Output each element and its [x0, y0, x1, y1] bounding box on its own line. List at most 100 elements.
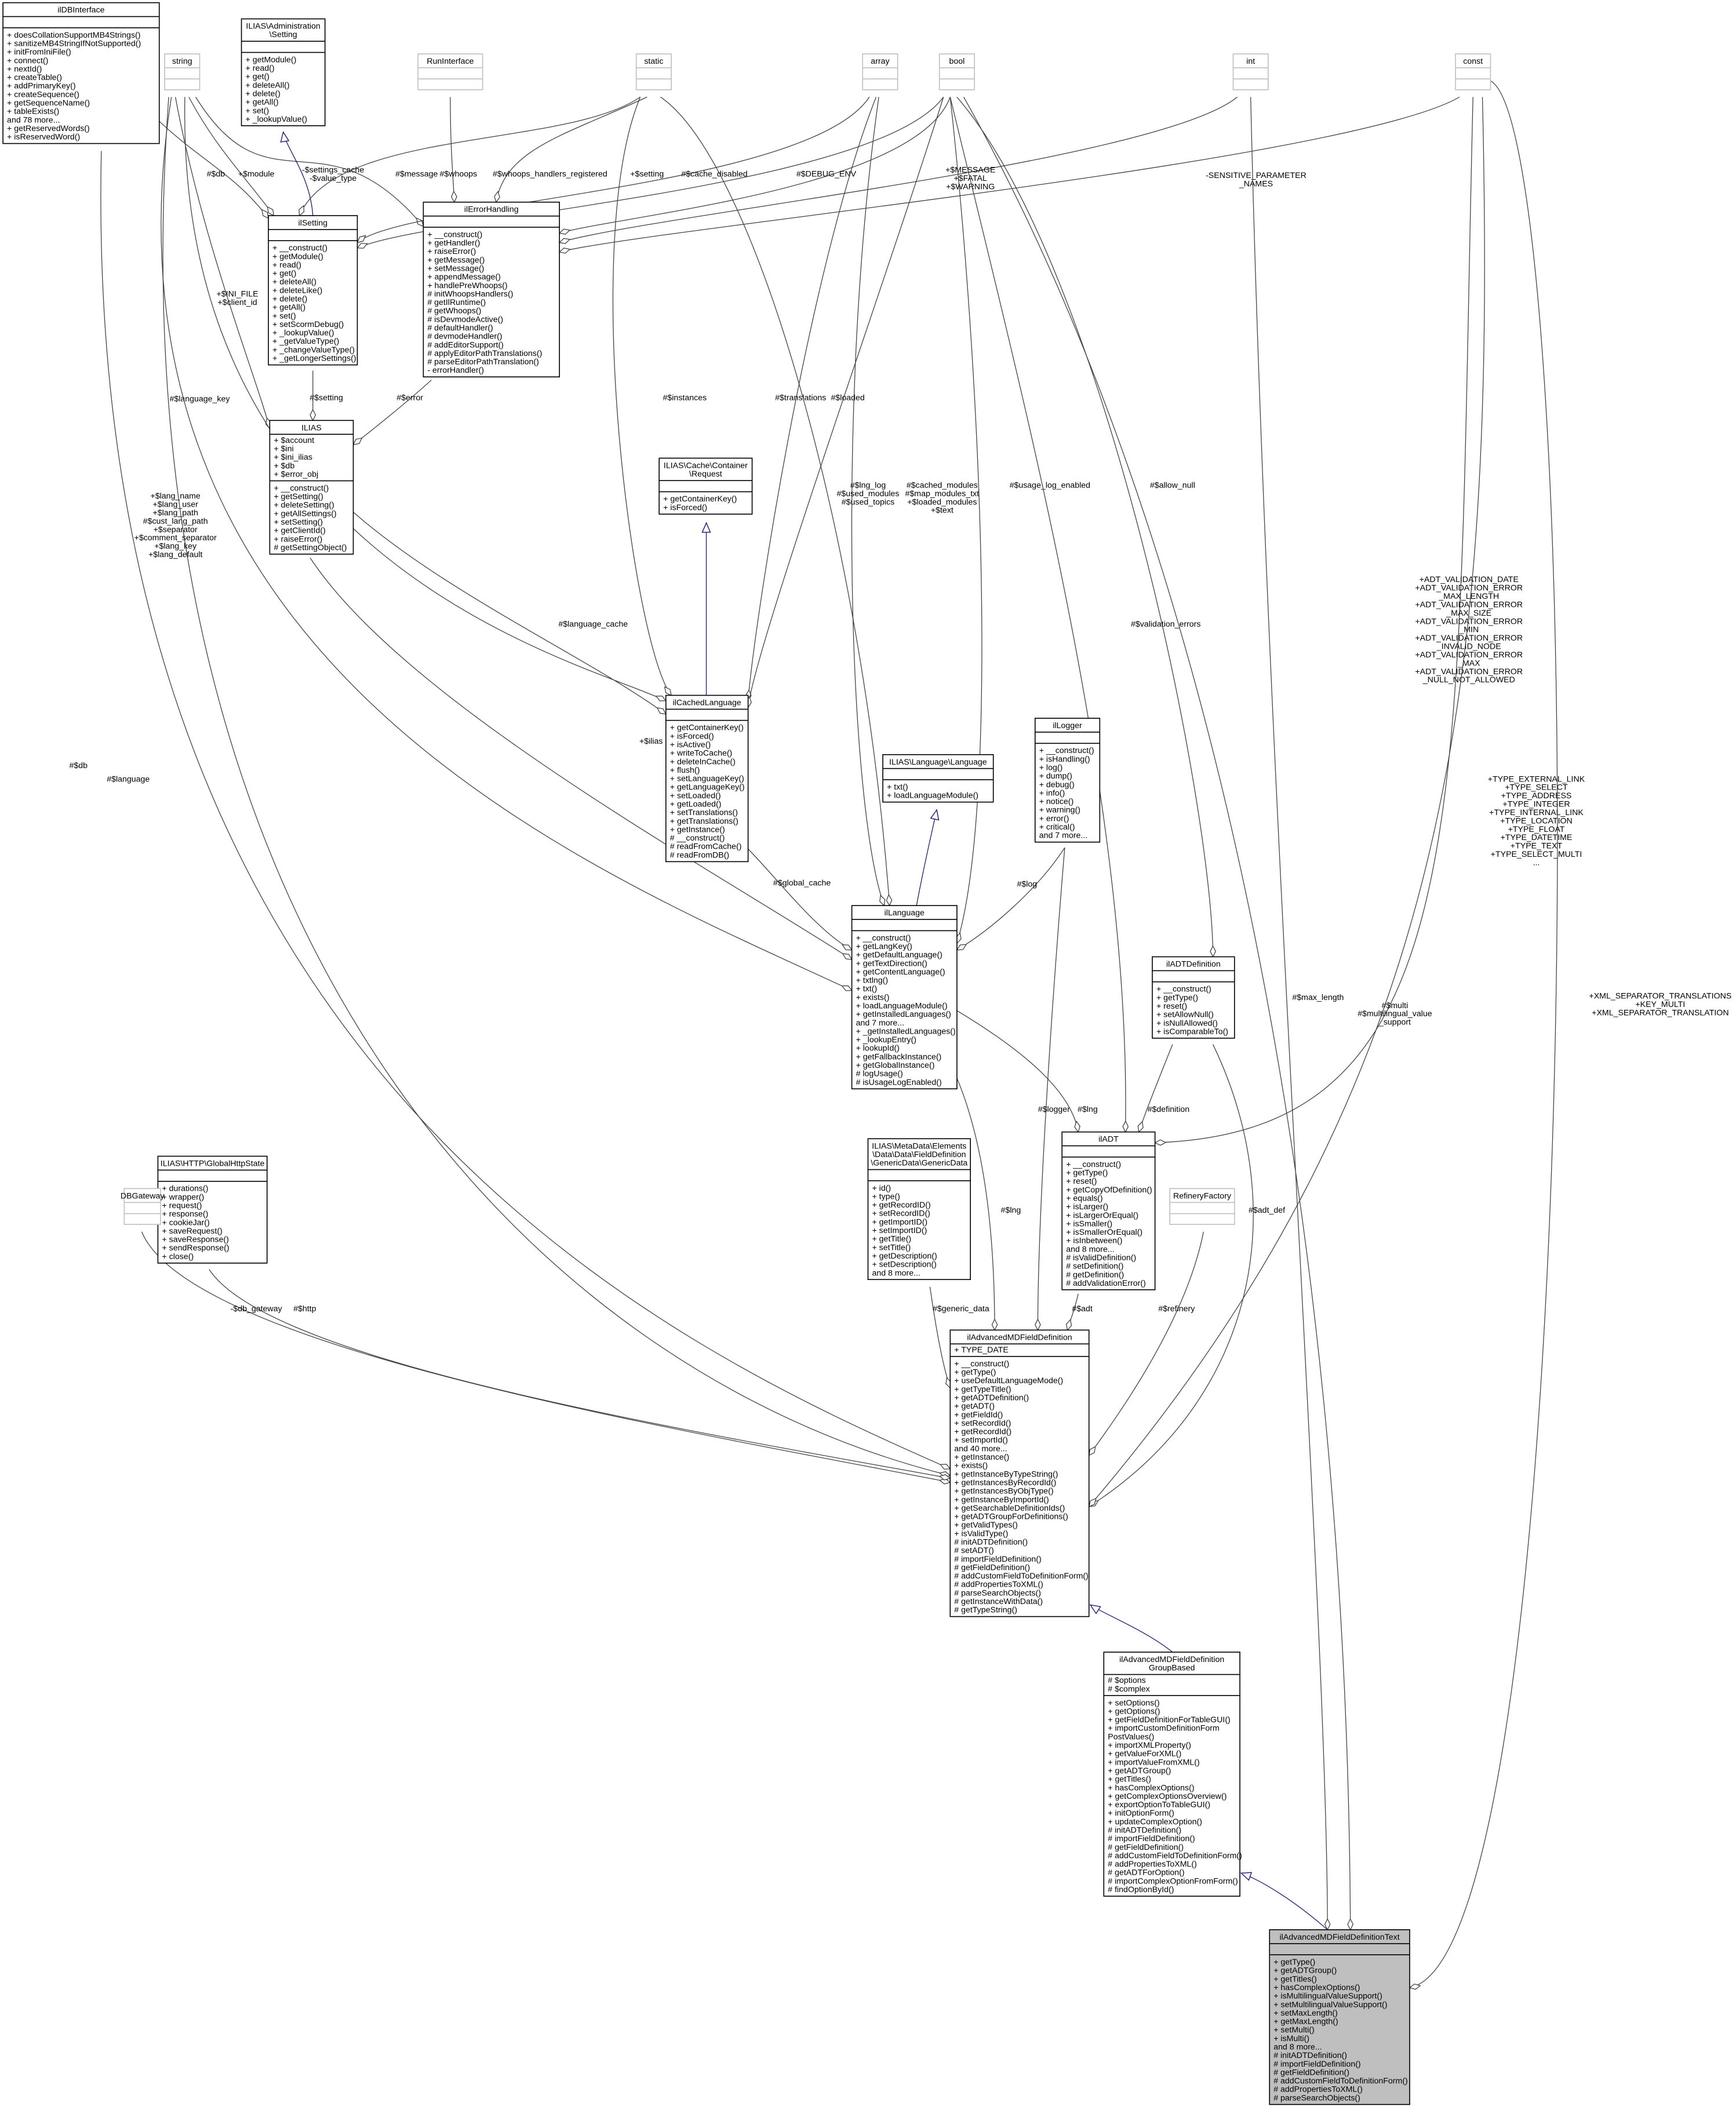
- class-box-languageiface[interactable]: ILIAS\Language\Language+ txt()+ loadLang…: [882, 754, 994, 803]
- class-method: + getFieldId(): [954, 1410, 1003, 1420]
- edge-ilsetting-to-ilias: #$setting: [310, 370, 343, 421]
- class-box-globalhttpstate[interactable]: ILIAS\HTTP\GlobalHttpState+ durations()+…: [157, 1155, 268, 1264]
- edge-label: +TYPE_TEXT: [1511, 842, 1563, 851]
- edge-const-to-iladt: +ADT_VALIDATION_DATE+ADT_VALIDATION_ERRO…: [1154, 97, 1523, 1146]
- class-name: ilErrorHandling: [464, 205, 519, 214]
- aggregation-line: [559, 96, 1238, 243]
- aggregation-diamond-icon: [356, 243, 368, 249]
- class-box-const[interactable]: const: [1455, 53, 1491, 90]
- class-box-illanguage[interactable]: ilLanguage+ __construct()+ getLangKey()+…: [851, 905, 958, 1090]
- edge-static-to-illanguage: #$cached_modules#$map_modules_txt+$loade…: [660, 96, 980, 907]
- class-box-adminsetting[interactable]: ILIAS\Administration\Setting+ getModule(…: [241, 18, 326, 126]
- edge-array-to-ilsetting: +$setting: [356, 97, 870, 243]
- class-name: const: [1463, 57, 1483, 66]
- class-method: + setOptions(): [1108, 1699, 1159, 1708]
- class-method: + equals(): [1066, 1194, 1102, 1203]
- edge-string-to-ilerrorhandling: #$message: [195, 97, 438, 227]
- edge-ilias-to-illanguage: +$ilias: [310, 558, 853, 960]
- class-method: + setRecordId(): [954, 1419, 1011, 1428]
- inheritance-arrow-icon: [701, 522, 711, 533]
- class-method: + set(): [246, 106, 270, 115]
- class-method: + getADTGroupForDefinitions(): [954, 1512, 1068, 1522]
- class-box-static[interactable]: static: [635, 53, 672, 90]
- aggregation-line: [956, 1010, 1079, 1132]
- class-method: + loadLanguageModule(): [887, 791, 978, 801]
- class-box-frame: [1232, 53, 1269, 90]
- aggregation-line: [357, 97, 870, 243]
- class-method: + doesCollationSupportMB4Strings(): [7, 31, 140, 40]
- class-method: + setRecordID(): [872, 1209, 930, 1219]
- class-method: + isForced(): [663, 503, 707, 512]
- class-method: + close(): [162, 1252, 194, 1261]
- class-method: + getADT(): [954, 1402, 995, 1411]
- class-method: + setDescription(): [872, 1260, 936, 1270]
- class-box-illogger[interactable]: ilLogger+ __construct()+ isHandling()+ l…: [1034, 718, 1101, 843]
- class-method: + getType(): [1273, 1958, 1315, 1967]
- edge-label: +TYPE_ADDRESS: [1501, 791, 1572, 801]
- class-method: + getSequenceName(): [7, 99, 90, 108]
- class-box-string[interactable]: string: [164, 53, 201, 90]
- class-box-refineryfactory[interactable]: RefineryFactory: [1169, 1188, 1235, 1225]
- class-method: + __construct(): [1039, 746, 1094, 755]
- edge-label: #$lng: [1001, 1206, 1021, 1215]
- class-box-iladtdefinition[interactable]: ilADTDefinition+ __construct()+ getType(…: [1152, 956, 1235, 1039]
- class-method: and 8 more...: [872, 1268, 920, 1278]
- class-method: + getInstancesByObjType(): [954, 1487, 1053, 1496]
- aggregation-line: [559, 97, 951, 234]
- class-method: # parseSearchObjects(): [954, 1588, 1041, 1598]
- class-method: # devmodeHandler(): [427, 332, 502, 341]
- class-box-bool[interactable]: bool: [938, 53, 975, 90]
- edge-label: #$language_cache: [558, 620, 628, 629]
- class-box-dbgateway[interactable]: DBGateway: [121, 1188, 165, 1225]
- class-method: # readFromCache(): [670, 842, 742, 852]
- inheritance-line: [1090, 1605, 1173, 1653]
- class-box-array[interactable]: array: [862, 53, 898, 90]
- class-name: ilADTDefinition: [1166, 959, 1221, 969]
- class-box-runinterface[interactable]: RunInterface: [417, 53, 483, 90]
- class-attribute: # $options: [1108, 1676, 1145, 1685]
- class-method: + getContainerKey(): [670, 723, 744, 733]
- class-method: + __construct(): [1156, 985, 1211, 994]
- class-method: + cookieJar(): [162, 1218, 209, 1227]
- class-box-text[interactable]: ilAdvancedMDFieldDefinitionText+ getType…: [1269, 1929, 1410, 2105]
- class-method: and 7 more...: [1039, 831, 1088, 841]
- class-box-frame: [882, 754, 994, 803]
- aggregation-line: [747, 97, 944, 708]
- edge-label: +$WARNING: [946, 182, 995, 191]
- class-box-ilias[interactable]: ILIAS+ $account+ $ini+ $ini_ilias+ $db+ …: [269, 420, 354, 555]
- class-method: + getAll(): [272, 303, 305, 312]
- class-box-ilerrorhandling[interactable]: ilErrorHandling+ __construct()+ getHandl…: [423, 201, 560, 378]
- class-method: # initADTDefinition(): [1273, 2051, 1347, 2060]
- edge-bool-to-iladt: #$validation_errors: [949, 97, 1201, 1133]
- inheritance-arrow-icon: [1240, 1872, 1253, 1881]
- class-method: + getTitles(): [1273, 1974, 1317, 1984]
- edge-label: +ADT_VALIDATION_ERROR: [1415, 600, 1523, 609]
- edge-text-to-groupbased: [1240, 1872, 1328, 1930]
- class-method: + _lookupEntry(): [856, 1035, 916, 1045]
- class-method: + durations(): [162, 1184, 208, 1194]
- class-method: and 40 more...: [954, 1444, 1007, 1453]
- edge-label: #$multi: [1382, 1001, 1409, 1010]
- class-box-ilcachedlanguage[interactable]: ilCachedLanguage+ getContainerKey()+ isF…: [665, 694, 749, 863]
- class-method: # importComplexOptionFromForm(): [1108, 1876, 1238, 1886]
- aggregation-diamond-icon: [1035, 1318, 1041, 1331]
- class-box-iladvancedmdfielddefinition[interactable]: ilAdvancedMDFieldDefinition+ TYPE_DATE+ …: [949, 1329, 1090, 1617]
- class-box-genericdata[interactable]: ILIAS\MetaData\Elements\Data\Data\FieldD…: [867, 1138, 971, 1281]
- edge-label: ...: [1533, 858, 1540, 867]
- class-box-ilsetting[interactable]: ilSetting+ __construct()+ getModule()+ r…: [268, 215, 358, 366]
- class-box-ildbinterface[interactable]: ilDBInterface+ doesCollationSupportMB4St…: [2, 2, 160, 144]
- class-method: # readFromDB(): [670, 850, 729, 860]
- edge-label: #$map_modules_txt: [905, 489, 980, 499]
- edge-label: #$error: [396, 393, 423, 402]
- edge-label: _NULL_NOT_ALLOWED: [1422, 675, 1515, 685]
- class-box-int[interactable]: int: [1232, 53, 1269, 90]
- aggregation-diamond-icon: [558, 248, 571, 254]
- aggregation-diamond-icon: [938, 1474, 951, 1481]
- class-box-cacherequest[interactable]: ILIAS\Cache\Container\Request+ getContai…: [658, 457, 753, 515]
- class-method: # importFieldDefinition(): [954, 1555, 1041, 1564]
- class-box-frame: [862, 53, 898, 90]
- edge-ildbinterface-to-ilsetting: #$db: [159, 121, 269, 219]
- class-box-iladt[interactable]: ilADT+ __construct()+ getType()+ reset()…: [1061, 1131, 1156, 1290]
- edge-label: +TYPE_DATETIME: [1501, 833, 1573, 842]
